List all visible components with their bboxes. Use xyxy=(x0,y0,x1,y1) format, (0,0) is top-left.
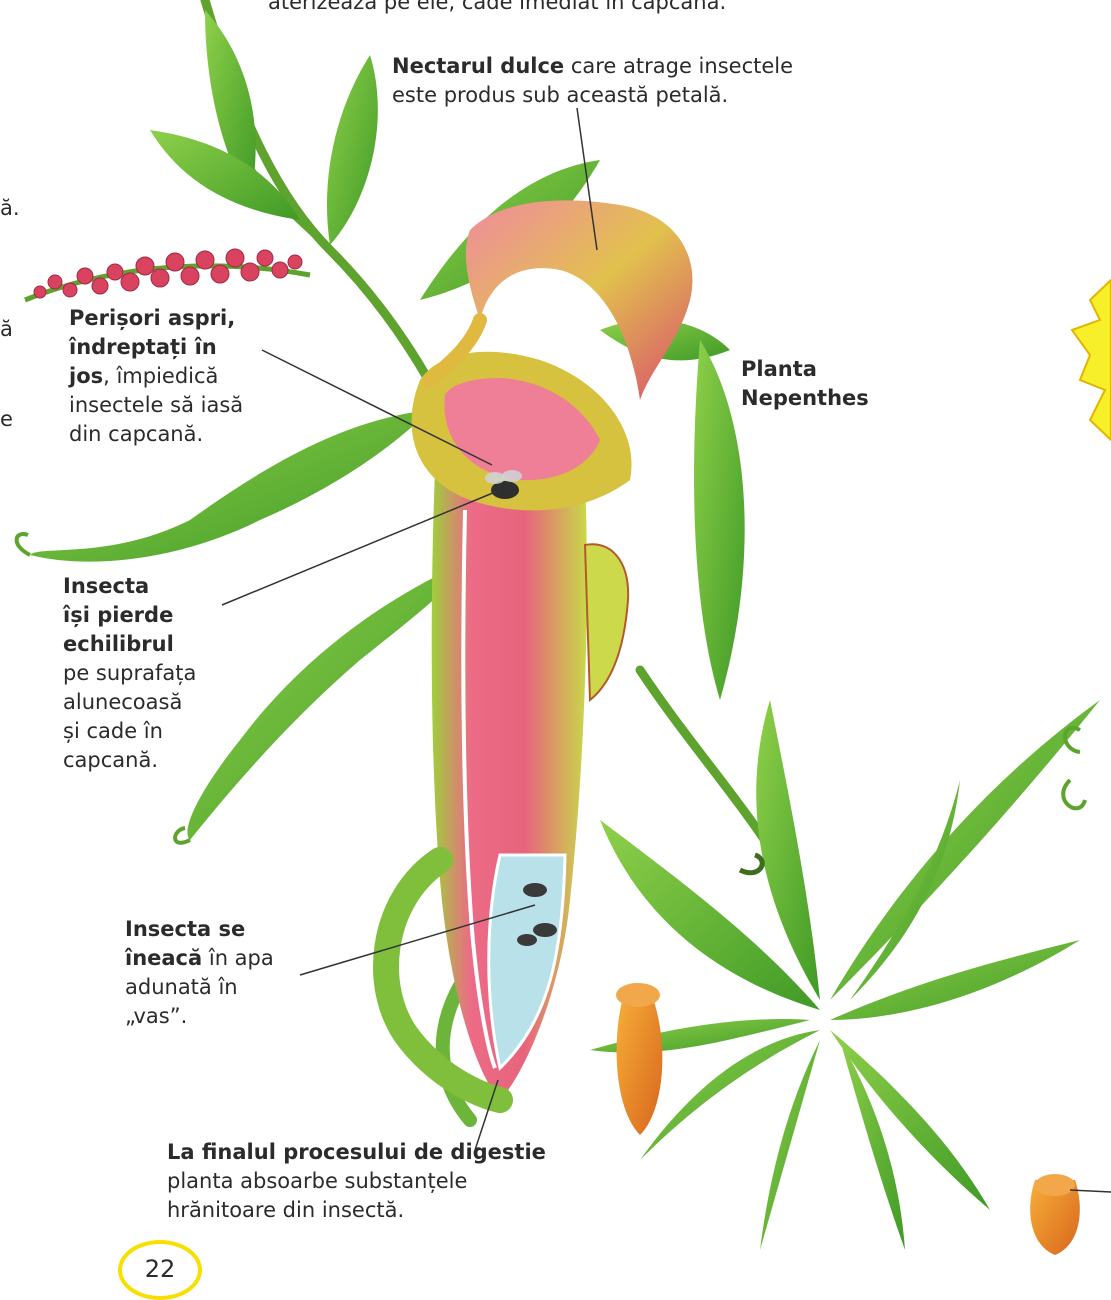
hairs-label: Perișori aspri, îndreptați în jos, împie… xyxy=(69,304,243,449)
small-pitchers xyxy=(616,983,1080,1255)
edge-fragment: ă xyxy=(0,315,13,344)
plant-name-label: Planta Nepenthes xyxy=(741,355,869,413)
digest-label: La finalul procesului de digestie planta… xyxy=(167,1138,546,1225)
page-number: 22 xyxy=(118,1240,202,1300)
balance-label: Insecta își pierde echilibrul pe suprafa… xyxy=(63,572,196,775)
edge-fragment: ă. xyxy=(0,194,20,223)
drown-label: Insecta se îneacă în apa adunată în „vas… xyxy=(125,915,274,1031)
edge-fragment: e xyxy=(0,405,13,434)
flower-spike xyxy=(25,249,310,300)
nectar-label: Nectarul dulce care atrage insectele est… xyxy=(392,52,793,110)
rosette-leaves xyxy=(590,700,1100,1250)
main-pitcher xyxy=(386,200,692,1100)
sun-burst xyxy=(1072,280,1111,440)
top-caption: aterizează pe ele, cade imediat în capca… xyxy=(268,0,726,17)
